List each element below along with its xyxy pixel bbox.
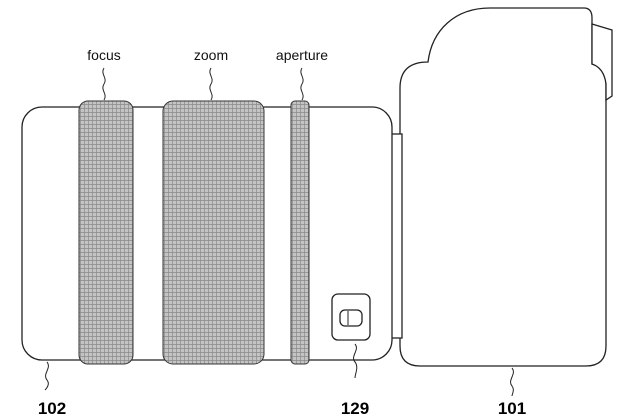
zoom-ring[interactable] [162,100,265,365]
camera-body [399,7,613,367]
lens-reference-numeral: 102 [38,399,66,418]
lens-leader [44,361,49,391]
body-reference-numeral: 101 [498,399,526,418]
switch-slider[interactable] [339,309,363,327]
zoom-leader [209,67,213,101]
body-leader [510,367,514,397]
switch-reference-numeral: 129 [341,399,369,418]
focus-label: focus [87,47,120,63]
zoom-label: zoom [194,47,228,63]
switch-leader [353,343,358,379]
aperture-leader [300,67,304,101]
lens-switch[interactable] [331,293,371,341]
aperture-ring[interactable] [290,100,310,365]
body-side-grip [591,23,613,102]
focus-ring[interactable] [78,100,134,365]
aperture-label: aperture [276,47,328,63]
focus-leader [102,67,106,101]
